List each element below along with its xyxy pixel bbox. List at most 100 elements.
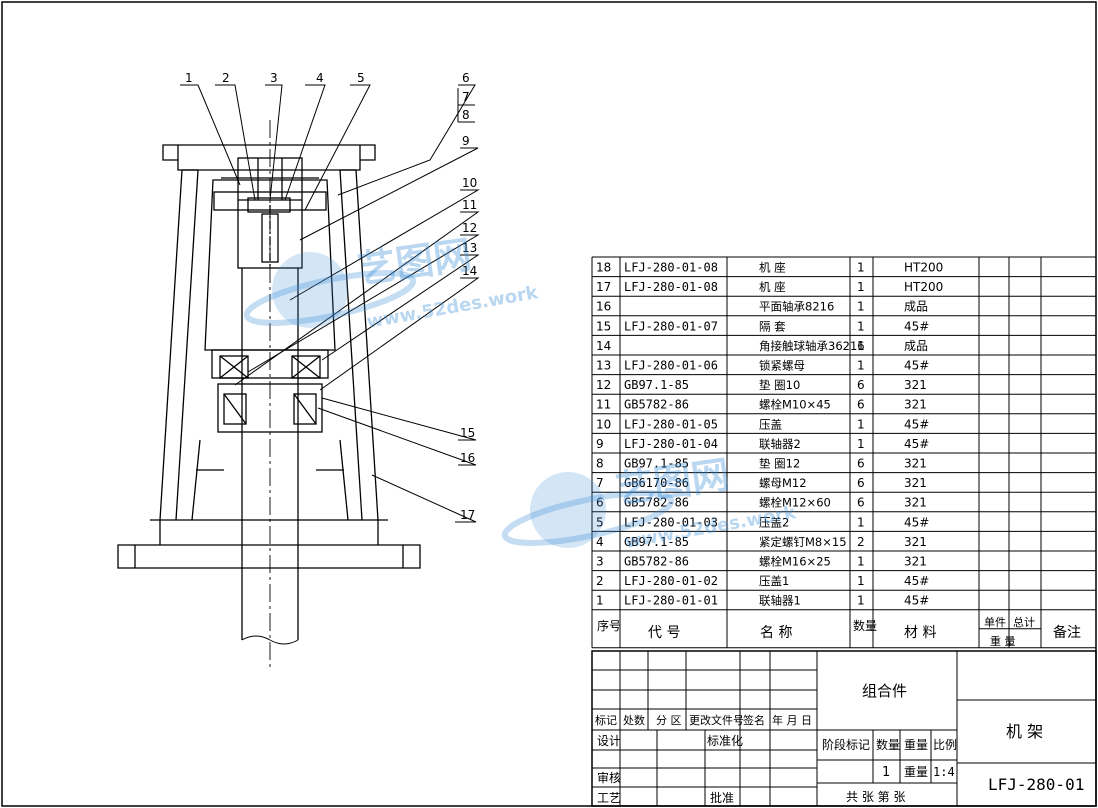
bom-cell-qty: 2 xyxy=(857,535,865,549)
bom-cell-name: 机 座 xyxy=(759,261,786,275)
bom-cell-qty: 1 xyxy=(857,319,865,333)
weight-label: 重量 xyxy=(904,738,928,752)
rev-doc-label: 更改文件号 xyxy=(689,713,744,727)
bom-cell-name: 平面轴承8216 xyxy=(759,300,834,314)
leader-label-12: 12 xyxy=(462,221,477,235)
bom-cell-code: GB6170-86 xyxy=(624,476,689,490)
bom-cell-no: 7 xyxy=(596,476,604,490)
leader-label-8: 8 xyxy=(462,108,470,122)
bom-cell-name: 螺栓M10×45 xyxy=(759,398,831,412)
bom-cell-material: 成品 xyxy=(904,300,928,314)
drawing-number: LFJ-280-01 xyxy=(988,775,1084,794)
leader-label-14: 14 xyxy=(462,264,477,278)
bom-cell-name: 压盖2 xyxy=(759,515,789,529)
leader-label-17: 17 xyxy=(460,508,475,522)
bom-header-unit: 单件 xyxy=(984,616,1006,629)
leader-numbers: 1 2 3 4 5 6 7 8 9 10 11 12 13 14 15 16 1… xyxy=(185,71,477,522)
bom-cell-qty: 1 xyxy=(857,359,865,373)
rev-mark-label: 标记 xyxy=(595,713,617,727)
watermark-top: 艺图网 www.52des.work xyxy=(243,232,540,333)
weight-value: 重量 xyxy=(904,765,928,779)
bom-grid xyxy=(591,256,1097,649)
bom-cell-name: 压盖 xyxy=(759,417,782,431)
sheet-count: 共 张 第 张 xyxy=(846,790,905,804)
bom-cell-material: HT200 xyxy=(904,280,943,294)
drawing-title: 机 架 xyxy=(1006,722,1043,741)
bom-cell-code: GB5782-86 xyxy=(624,496,689,510)
bom-cell-material: 321 xyxy=(904,555,927,569)
leader-label-11: 11 xyxy=(462,198,477,212)
bom-cell-code: LFJ-280-01-08 xyxy=(624,261,718,275)
assembly-label: 组合件 xyxy=(862,682,907,700)
bom-header-name: 名 称 xyxy=(760,625,792,641)
leader-label-15: 15 xyxy=(460,426,475,440)
bom-cell-code: GB97.1-85 xyxy=(624,535,689,549)
bom-cell-no: 12 xyxy=(596,378,611,392)
bom-cell-material: HT200 xyxy=(904,261,943,275)
bom-cell-material: 45# xyxy=(904,594,929,608)
bom-header-qty: 数量 xyxy=(853,618,877,633)
bom-cell-qty: 1 xyxy=(857,515,865,529)
rev-sign-label: 签名 xyxy=(743,713,765,727)
bom-cell-material: 321 xyxy=(904,535,927,549)
bom-cell-material: 成品 xyxy=(904,339,928,353)
bom-cell-no: 1 xyxy=(596,594,604,608)
bom-cell-no: 15 xyxy=(596,319,611,333)
leader-label-9: 9 xyxy=(462,134,470,148)
bom-cell-material: 321 xyxy=(904,398,927,412)
bom-cell-code: LFJ-280-01-06 xyxy=(624,359,718,373)
bom-cell-qty: 6 xyxy=(857,378,865,392)
leader-lines xyxy=(180,84,480,523)
bom-cell-code: LFJ-280-01-07 xyxy=(624,319,718,333)
bom-cell-qty: 1 xyxy=(857,261,865,275)
bom-cell-no: 16 xyxy=(596,300,611,314)
bom-cell-no: 9 xyxy=(596,437,604,451)
bom-cell-no: 8 xyxy=(596,457,604,471)
bom-cell-name: 锁紧螺母 xyxy=(759,359,805,373)
bom-header-no: 序号 xyxy=(597,618,621,633)
standardize-label: 标准化 xyxy=(707,734,743,748)
bom-cell-code: LFJ-280-01-04 xyxy=(624,437,718,451)
bom-cell-code: LFJ-280-01-01 xyxy=(624,594,718,608)
design-label: 设计 xyxy=(597,734,621,748)
stage-mark-label: 阶段标记 xyxy=(822,737,870,752)
bom-cell-material: 321 xyxy=(904,457,927,471)
bom-cell-material: 45# xyxy=(904,515,929,529)
bom-cell-no: 14 xyxy=(596,339,611,353)
bom-cell-no: 4 xyxy=(596,535,604,549)
bom-cell-qty: 1 xyxy=(857,437,865,451)
bom-cell-code: GB5782-86 xyxy=(624,398,689,412)
bom-cell-material: 45# xyxy=(904,359,929,373)
bom-cell-code: LFJ-280-01-03 xyxy=(624,515,718,529)
quantity-value: 1 xyxy=(882,765,890,780)
bom-cell-qty: 6 xyxy=(857,457,865,471)
bom-cell-code: GB5782-86 xyxy=(624,555,689,569)
bom-cell-material: 45# xyxy=(904,319,929,333)
process-label: 工艺 xyxy=(597,791,621,805)
leader-label-6: 6 xyxy=(462,71,470,85)
bom-cell-no: 18 xyxy=(596,261,611,275)
leader-label-16: 16 xyxy=(460,451,475,465)
bom-cell-name: 螺母M12 xyxy=(759,476,807,490)
bom-cell-name: 螺栓M12×60 xyxy=(759,496,831,510)
bom-row: 18 LFJ-280-01-08 机 座 1 HT200 xyxy=(596,261,943,275)
title-block: 标记 处数 分 区 更改文件号 签名 年 月 日 设计 标准化 审核 工艺 批准… xyxy=(595,682,1084,805)
bom-cell-qty: 1 xyxy=(857,574,865,588)
bom-cell-name: 角接触球轴承36216 xyxy=(759,339,865,353)
bom-cell-name: 垫 圈12 xyxy=(759,457,800,471)
leader-label-13: 13 xyxy=(462,241,477,255)
bom-cell-qty: 6 xyxy=(857,398,865,412)
